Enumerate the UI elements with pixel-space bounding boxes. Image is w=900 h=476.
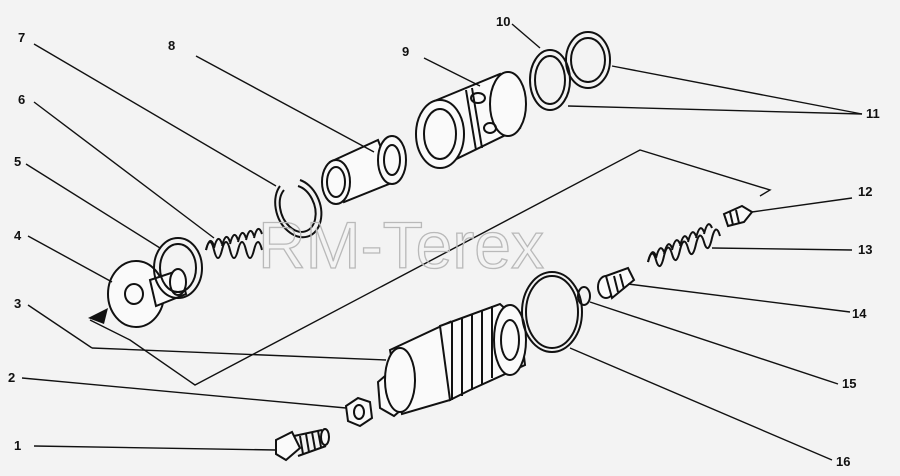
leader-4 [27,235,113,283]
part-13-spring [647,223,721,267]
leader-6 [33,101,215,239]
part-10-o-ring [529,49,571,111]
leader-14 [627,283,851,313]
part-9-cylinder [415,71,527,169]
callout-6: 6 [18,92,25,107]
part-15-washer [577,286,591,306]
callout-10: 10 [496,14,510,29]
part-16-o-ring [521,271,583,353]
leader-16 [569,347,833,461]
leader-1 [33,445,277,451]
part-7-snap-ring [274,179,323,239]
callout-13: 13 [858,242,872,257]
callout-14: 14 [852,306,867,321]
assembly-flow-line [89,149,772,386]
flow-arrow-head [88,308,108,324]
callout-9: 9 [402,44,409,59]
leader-5 [25,163,161,249]
part-3-valve-body [376,302,527,418]
leader-3 [27,304,93,349]
leader-12 [751,197,853,213]
part-11-backup-ring [565,31,611,89]
leader-13 [711,247,853,251]
part-1-bolt [275,428,330,462]
callout-1: 1 [14,438,21,453]
callout-11: 11 [866,106,880,121]
callout-5: 5 [14,154,21,169]
part-12-pin [722,204,754,228]
part-14-plug [597,266,636,300]
callout-8: 8 [168,38,175,53]
leader-10 [511,23,541,49]
callout-7: 7 [18,30,25,45]
callout-4: 4 [14,228,22,243]
leader-9 [423,57,481,87]
callout-16: 16 [836,454,850,469]
callout-12: 12 [858,184,872,199]
leader-8 [195,55,375,153]
watermark: RM-Terex [258,208,544,282]
part-4-piston [107,260,188,328]
part-6-spring [205,227,263,259]
callout-3: 3 [14,296,21,311]
part-5-ring [153,237,203,299]
callout-2: 2 [8,370,15,385]
callout-15: 15 [842,376,856,391]
leader-2 [21,377,347,409]
leader-15 [589,301,839,385]
leader-11a [611,65,863,115]
leader-7 [33,43,277,187]
part-2-nut [344,396,374,428]
leader-3b [91,347,387,361]
leader-11b [567,105,863,115]
part-8-sleeve [321,135,407,205]
